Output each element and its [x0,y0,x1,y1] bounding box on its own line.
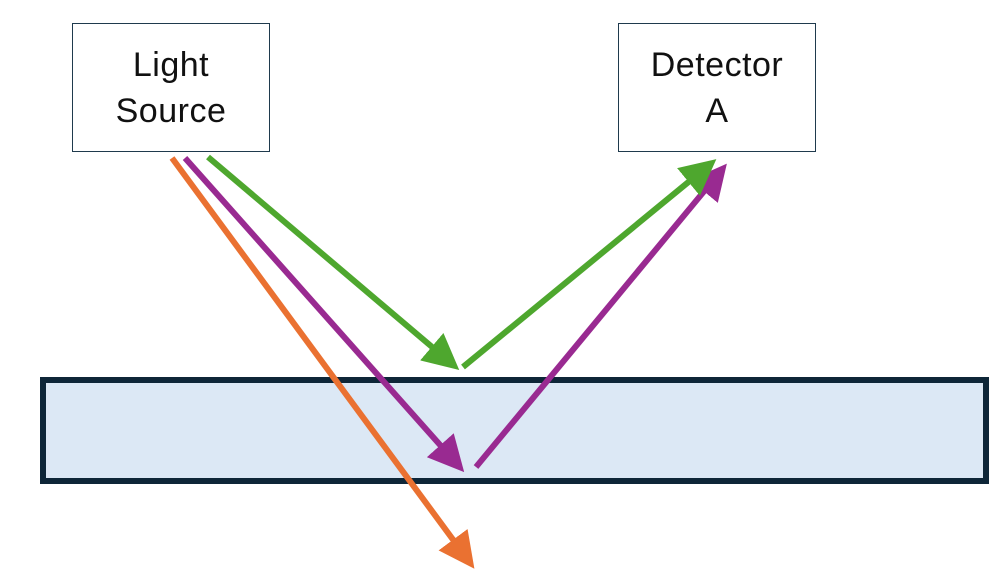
purple-reflected-ray [473,163,727,469]
orange-transmitted-ray [169,156,475,569]
detector-box: Detector A [618,23,816,152]
green-incident-ray [206,154,460,370]
light-source-box: Light Source [72,23,270,152]
light-source-label: Light Source [115,45,227,130]
slab [40,377,989,484]
green-reflected-ray [461,159,717,370]
detector-label: Detector A [650,45,784,130]
purple-incident-ray [182,156,465,473]
